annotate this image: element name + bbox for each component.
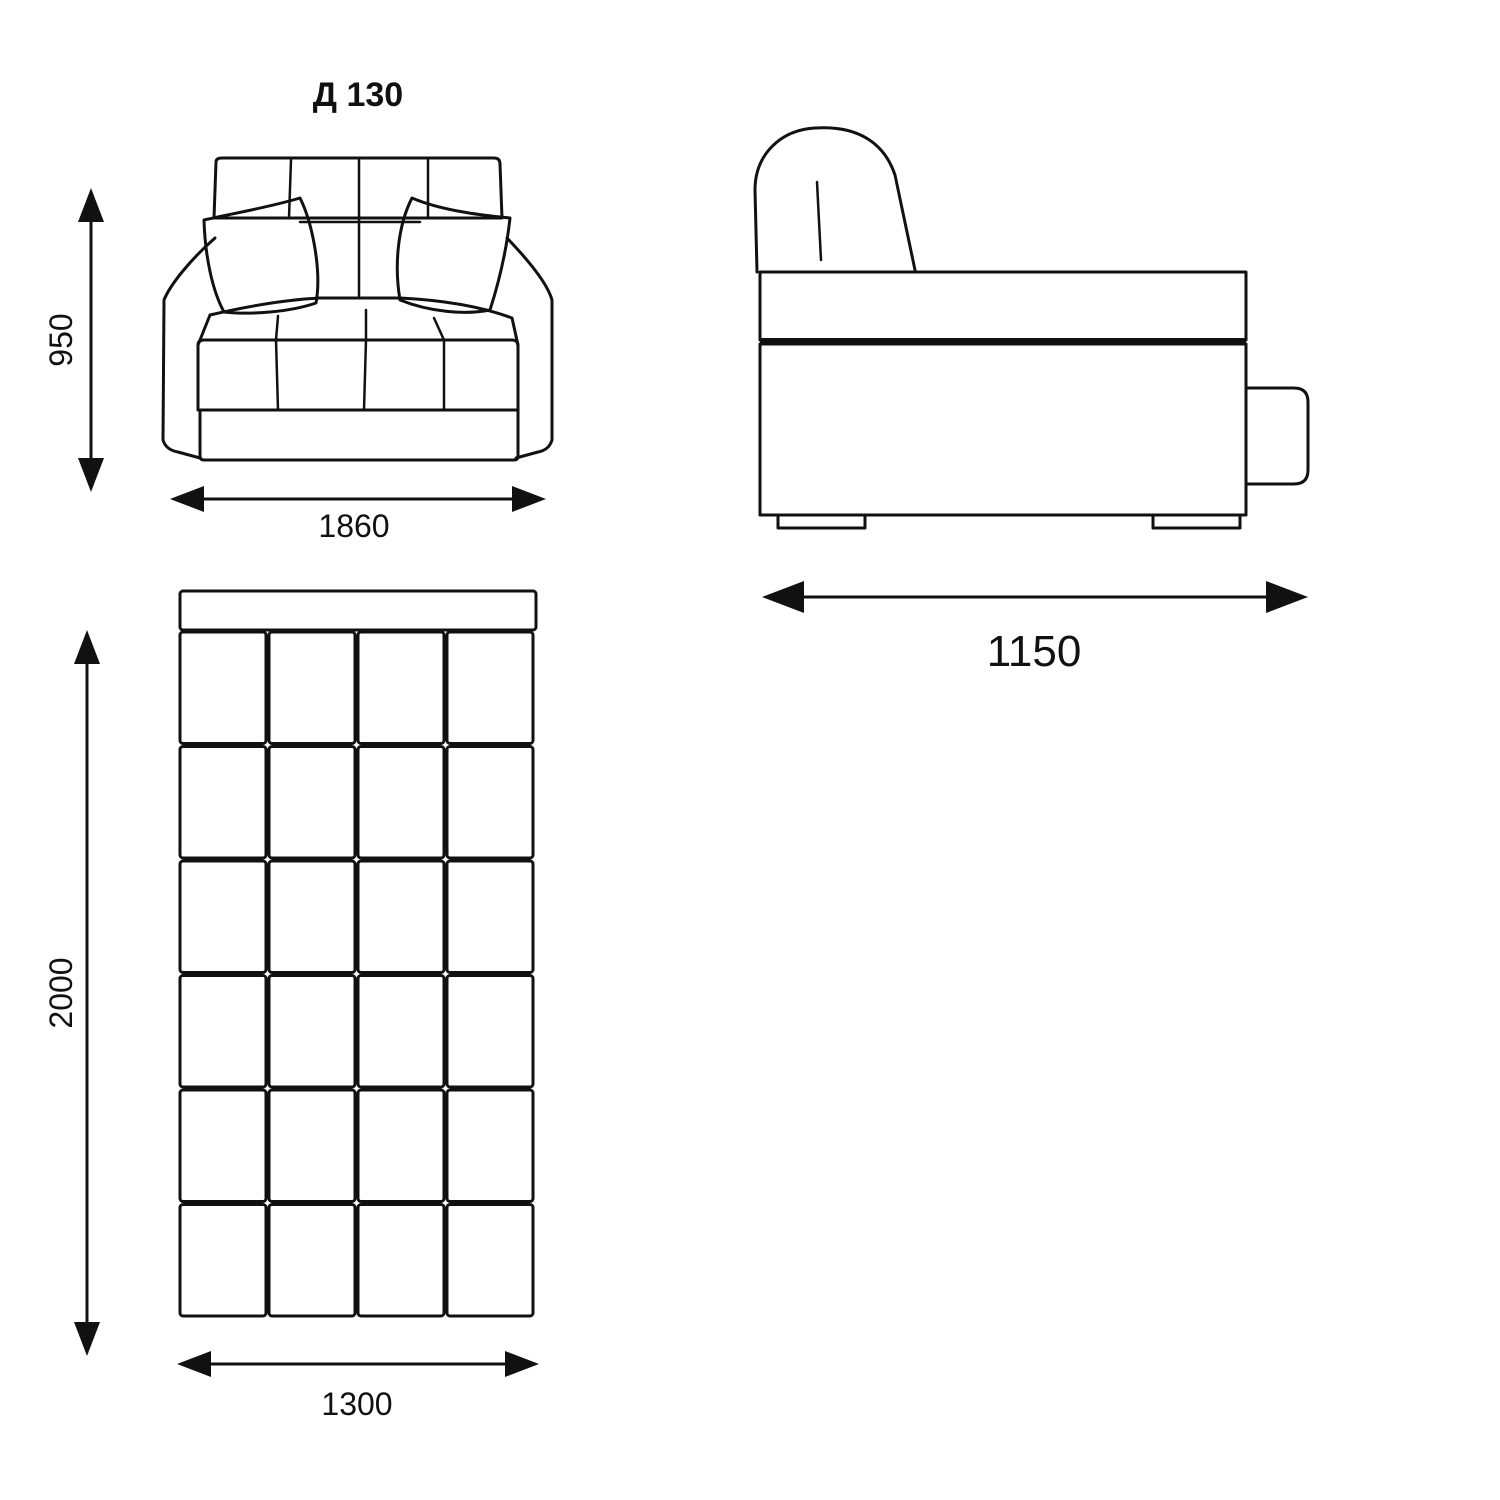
bed-cushion-cell — [445, 630, 535, 745]
bed-cushion-grid — [178, 630, 535, 1318]
bed-cushion-cell — [178, 745, 268, 860]
bed-cushion-cell — [267, 1088, 357, 1203]
bed-cushion-cell — [178, 1088, 268, 1203]
depth-dimension: 1150 — [762, 581, 1308, 676]
bed-cushion-cell — [178, 1203, 268, 1318]
bed-length-label: 2000 — [43, 957, 79, 1028]
bed-cushion-cell — [267, 630, 357, 745]
bed-cushion-cell — [178, 630, 268, 745]
bed-cushion-cell — [356, 1088, 446, 1203]
bed-width-dimension: 1300 — [177, 1351, 539, 1422]
bed-cushion-cell — [267, 974, 357, 1089]
depth-label: 1150 — [987, 627, 1082, 676]
bed-cushion-cell — [445, 859, 535, 974]
height-dimension: 950 — [43, 188, 104, 492]
bed-top-view — [178, 589, 538, 1318]
bed-cushion-cell — [356, 745, 446, 860]
height-label: 950 — [43, 313, 79, 366]
bed-length-dimension: 2000 — [43, 630, 100, 1356]
bed-cushion-cell — [178, 859, 268, 974]
bed-cushion-cell — [356, 974, 446, 1089]
bed-cushion-cell — [356, 630, 446, 745]
side-view — [753, 126, 1310, 530]
bed-cushion-cell — [267, 745, 357, 860]
bed-cushion-cell — [178, 974, 268, 1089]
model-title: Д 130 — [313, 76, 403, 114]
width-label: 1860 — [318, 508, 389, 544]
bed-cushion-cell — [267, 1203, 357, 1318]
bed-cushion-cell — [445, 1203, 535, 1318]
bed-cushion-cell — [356, 859, 446, 974]
bed-width-label: 1300 — [321, 1386, 392, 1422]
front-view — [161, 156, 554, 462]
bed-cushion-cell — [445, 1088, 535, 1203]
width-dimension: 1860 — [170, 486, 546, 544]
bed-cushion-cell — [356, 1203, 446, 1318]
bed-cushion-cell — [267, 859, 357, 974]
bed-cushion-cell — [445, 974, 535, 1089]
bed-cushion-cell — [445, 745, 535, 860]
